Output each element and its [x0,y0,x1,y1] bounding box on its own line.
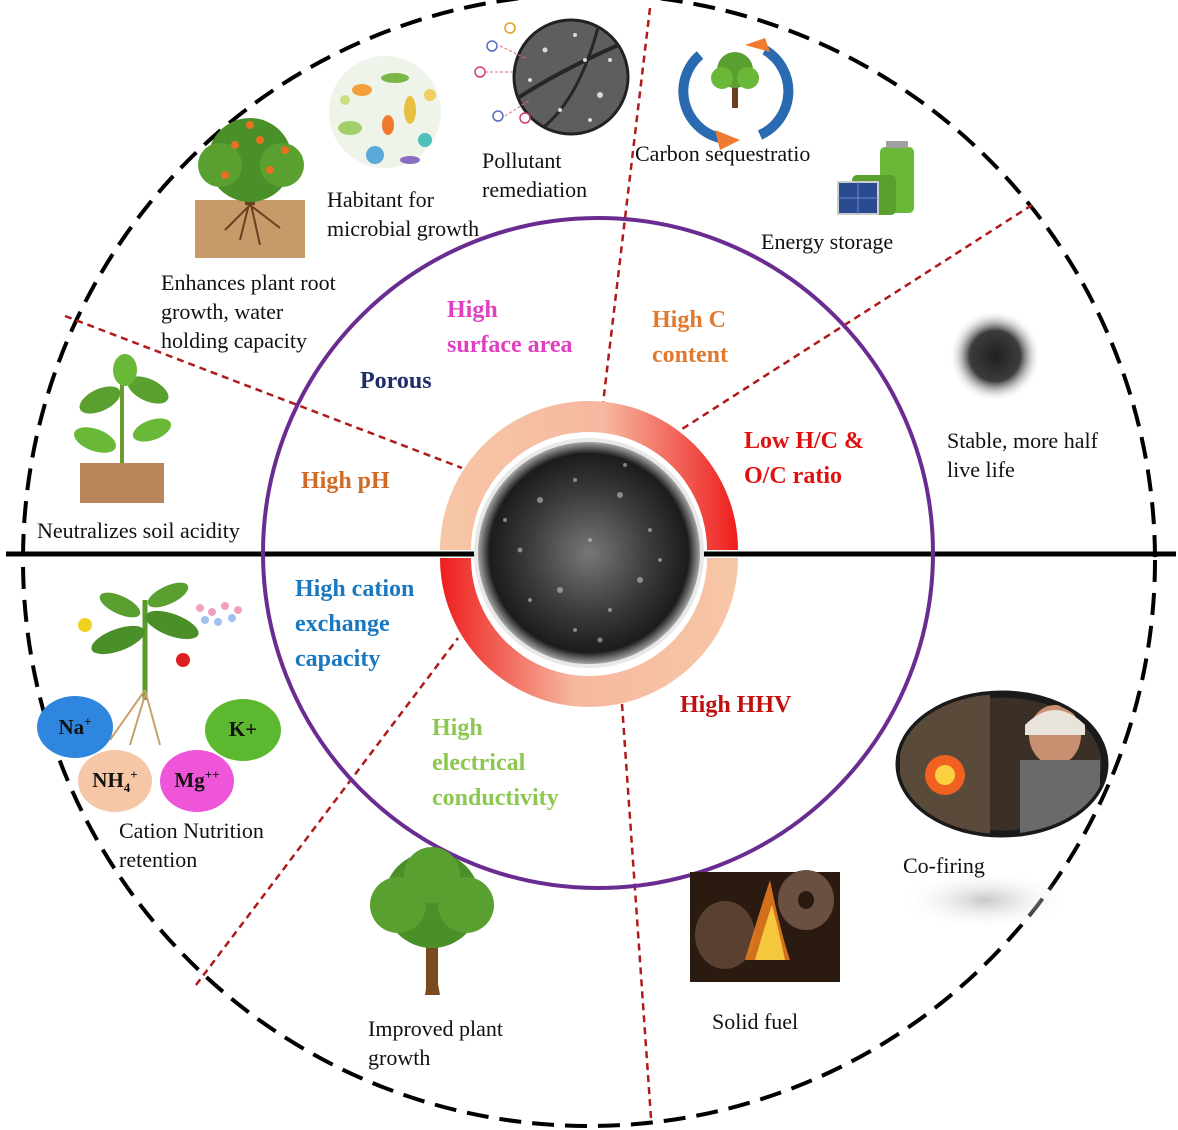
property-conductivity-line-2: electrical [432,750,526,776]
ion-nh4: NH4+ [92,767,138,796]
property-c-content-line-2: content [652,342,728,368]
app-microbial-growth-line-1: Habitant for [327,187,434,212]
ion-bubbles [37,696,281,812]
app-pollutant-remediation: Pollutant remediation [482,146,587,204]
property-ph: High pH [301,468,390,494]
app-cation-retention: Cation Nutrition retention [119,816,264,874]
furnace-worker-icon [895,690,1109,838]
ion-mg: Mg++ [174,767,220,792]
app-root-growth-line-1: Enhances plant root [161,270,336,295]
app-microbial-growth: Habitant for microbial growth [327,185,479,243]
app-plant-growth-line-1: Improved plant [368,1016,504,1041]
property-hc-ratio: Low H/C & O/C ratio [744,424,864,494]
microbe-cluster-icon [329,56,441,168]
section-dividers [64,7,1033,1119]
app-pollutant-line-1: Pollutant [482,148,562,173]
app-co-firing: Co-firing [903,853,985,878]
property-cec-line-2: exchange [295,611,390,637]
app-stable-line-2: live life [947,457,1015,482]
nutrient-plant-icon [78,582,242,746]
app-plant-growth-line-2: growth [368,1045,431,1070]
outer-dashed-boundary [21,0,1157,1128]
app-energy-storage: Energy storage [761,229,894,254]
property-hc-ratio-line-2: O/C ratio [744,463,842,489]
center-ring-bottom [440,558,738,707]
ion-k: K+ [228,717,258,741]
property-hhv: High HHV [680,692,792,718]
tree-icon [370,847,494,995]
battery-icon [837,141,914,215]
mg-ion-bubble [160,750,234,812]
biochar-granules [474,438,704,668]
property-conductivity-line-1: High [432,715,483,741]
biochar-texture [503,463,662,643]
app-stable-line-1: Stable, more half [947,428,1098,453]
k-ion-bubble [205,699,281,761]
property-c-content: High C content [652,303,728,373]
app-root-growth-line-3: holding capacity [161,328,308,353]
microscope-image-icon [474,18,630,136]
property-surface-area: High surface area [447,293,573,363]
app-pollutant-line-2: remediation [482,177,588,202]
property-ring [261,216,935,890]
app-stable-half-life: Stable, more half live life [947,426,1098,484]
app-cation-line-2: retention [119,847,198,872]
ion-na: Na+ [58,714,92,739]
app-solid-fuel: Solid fuel [712,1009,799,1034]
property-cec-line-3: capacity [295,646,381,672]
app-cation-line-1: Cation Nutrition [119,818,264,843]
cofiring-shadow [900,870,1070,930]
carbon-cycle-icon [678,38,794,150]
property-surface-area-line-1: High [447,297,498,323]
app-improved-plant-growth: Improved plant growth [368,1014,503,1072]
fruit-tree-icon [195,118,305,258]
seedling-icon [73,354,172,503]
burning-briquette-icon [690,870,840,982]
property-porous: Porous [360,368,432,394]
property-cec-line-1: High cation [295,576,415,602]
property-c-content-line-1: High C [652,307,727,333]
biochar-granule-icon [949,310,1041,402]
app-root-growth-line-2: growth, water [161,299,284,324]
property-conductivity: High electrical conductivity [432,711,559,816]
center-ring-top [440,401,738,550]
app-carbon-sequestration: Carbon sequestratio [635,141,811,166]
property-conductivity-line-3: conductivity [432,785,559,811]
property-surface-area-line-2: surface area [447,332,573,358]
app-neutralizes-acidity: Neutralizes soil acidity [37,518,240,543]
property-hc-ratio-line-1: Low H/C & [744,428,864,454]
app-microbial-growth-line-2: microbial growth [327,216,480,241]
center-ring [440,401,738,707]
nh4-ion-bubble [78,750,152,812]
na-ion-bubble [37,696,113,758]
app-root-growth: Enhances plant root growth, water holdin… [161,268,336,355]
property-cec: High cation exchange capacity [295,572,414,677]
